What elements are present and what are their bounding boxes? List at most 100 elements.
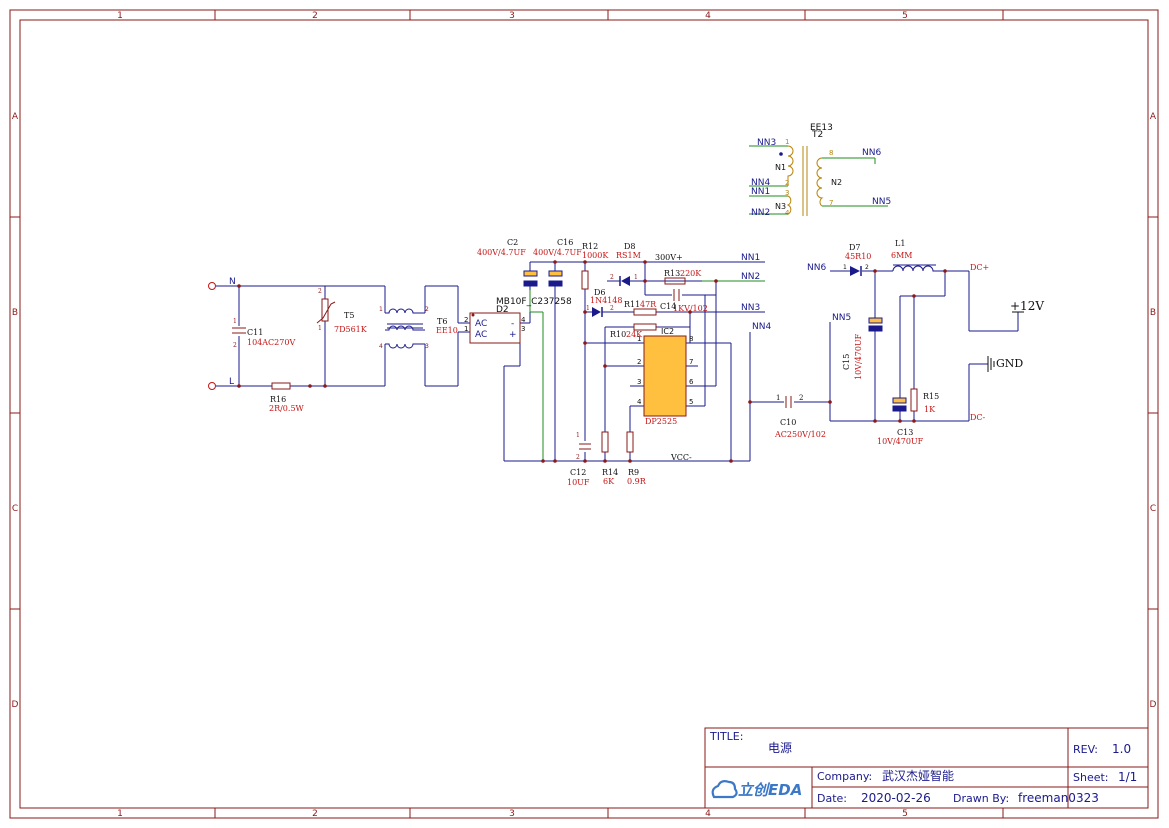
ic2-pin5: 5	[689, 398, 693, 406]
c15-ref: C15	[842, 354, 851, 370]
t2-net-nn4: NN4	[751, 178, 770, 188]
row-label-d-left: D	[12, 700, 19, 710]
drawn-by-label: Drawn By:	[953, 792, 1009, 805]
diode-d8: 2 1 D8 RS1M	[607, 242, 641, 286]
t2-winding-n1: N1	[775, 163, 786, 172]
lceda-logo: 立创EDA	[711, 780, 802, 799]
l1-ref: L1	[895, 239, 905, 248]
net-label-vcc-minus: VCC-	[670, 453, 692, 462]
d8-pin2: 2	[610, 274, 614, 281]
r16-value: 2R/0.5W	[269, 404, 305, 413]
r13-value: 220K	[680, 269, 702, 278]
row-label-b-left: B	[12, 308, 18, 318]
d2-pin4: 4	[521, 316, 526, 324]
capacitor-c2: C2 400V/4.7UF	[477, 238, 538, 287]
r9-ref: R9	[628, 468, 639, 477]
t2-ref: T2	[811, 130, 823, 140]
row-label-b-right: B	[1150, 308, 1156, 318]
t5-value: 7D561K	[334, 325, 368, 334]
r14-value: 6K	[603, 477, 615, 486]
svg-text:4: 4	[379, 343, 383, 350]
ic2-pin4: 4	[637, 398, 642, 406]
row-label-a-right: A	[1150, 112, 1157, 122]
title-label: TITLE:	[709, 730, 743, 743]
capacitor-c10: 1 2 C10 AC250V/102	[774, 394, 826, 439]
sheet-label: Sheet:	[1073, 771, 1109, 784]
title-block: TITLE: 电源 REV: 1.0 Company: 武汉杰娅智能 Sheet…	[704, 727, 1149, 809]
r13-ref: R13	[664, 269, 680, 278]
resistor-r10: R10 24K	[610, 323, 657, 339]
d8-ref: D8	[624, 242, 636, 251]
net-label-dc-plus: DC+	[970, 263, 989, 272]
t2-winding-n3: N3	[775, 202, 786, 211]
d6-pin2: 2	[610, 305, 614, 312]
d7-ref: D7	[849, 243, 861, 252]
c12-ref: C12	[570, 468, 586, 477]
c11-value: 104AC270V	[247, 338, 295, 347]
ic2-pin6: 6	[689, 378, 694, 386]
net-label-nn5: NN5	[832, 313, 851, 323]
capacitor-c15: C15 10V/470UF	[842, 317, 883, 380]
rev-value: 1.0	[1112, 742, 1131, 756]
net-label-nn6: NN6	[807, 263, 826, 273]
svg-text:2: 2	[425, 306, 429, 313]
rev-label: REV:	[1073, 743, 1098, 756]
diode-d6: 1 2 D6 1N4148	[586, 288, 622, 317]
drawn-by-value: freeman0323	[1018, 791, 1099, 805]
c16-value: 400V/4.7UF	[533, 248, 582, 257]
c14-ref: C14	[660, 302, 676, 311]
t2-net-nn1: NN1	[751, 187, 770, 197]
ic2-pin8: 8	[689, 335, 693, 343]
drawing-frame	[9, 9, 1159, 819]
r15-ref: R15	[923, 392, 939, 401]
ic2-pin2: 2	[637, 358, 641, 366]
resistor-r13: R13 220K	[664, 269, 702, 285]
t5-ref: T5	[344, 311, 354, 320]
wires	[216, 261, 1019, 462]
c14-value: 1KV/102	[673, 304, 708, 313]
d7-pin1: 1	[843, 264, 847, 271]
r10-ref: R10	[610, 330, 626, 339]
capacitor-c13: C13 10V/470UF	[877, 397, 924, 446]
t2-net-nn3: NN3	[757, 138, 776, 148]
r11-value: 47R	[640, 300, 657, 309]
col-label-2-top: 2	[312, 11, 318, 21]
t6-ref: T6	[437, 317, 447, 326]
c10-pin2: 2	[799, 394, 803, 402]
c11-pin1: 1	[233, 318, 237, 325]
r16-ref: R16	[270, 395, 286, 404]
d8-pin1: 1	[634, 274, 638, 281]
net-label-nn2: NN2	[741, 272, 760, 282]
l1-value: 6MM	[891, 251, 912, 260]
r12-value: 1000K	[582, 251, 609, 260]
transformer-t2: EE13 T2 1 2 3 4 8 7 N1 N2 N3 NN3 NN4 NN1…	[751, 123, 891, 218]
d2-pin2: 2	[464, 316, 468, 324]
col-label-3-bottom: 3	[509, 809, 515, 819]
date-value: 2020-02-26	[861, 791, 931, 805]
capacitor-c11: 1 2 C11 104AC270V	[232, 318, 295, 349]
d2-pin3: 3	[521, 325, 525, 333]
ground-symbol: GND	[987, 356, 1023, 372]
col-label-1-bottom: 1	[117, 809, 123, 819]
ic2-pin1: 1	[637, 335, 641, 343]
net-label-dc-minus: DC-	[970, 413, 986, 422]
power-label-12v: +12V	[1010, 299, 1044, 313]
d2-pin1: 1	[464, 325, 468, 333]
c12-pin2: 2	[576, 454, 580, 461]
terminal-l	[208, 382, 216, 390]
ic2-pin3: 3	[637, 378, 641, 386]
diode-d7: 1 2 D7 45R10	[843, 243, 871, 276]
t2-net-nn2: NN2	[751, 208, 770, 218]
frame-labels: 1 2 3 4 5 1 2 3 4 5 A B C D A B C D	[12, 11, 1157, 819]
resistor-r12: R12 1000K	[581, 242, 609, 290]
logo-text: 立创EDA	[738, 781, 802, 799]
t2-pin2: 2	[785, 179, 789, 187]
t2-pin4: 4	[785, 209, 790, 217]
row-label-c-left: C	[12, 504, 18, 514]
green-wires	[529, 145, 888, 461]
t5-pin2: 2	[318, 288, 322, 295]
common-mode-choke	[385, 308, 425, 349]
d2-ref: D2	[496, 305, 509, 315]
net-label-nn4: NN4	[752, 322, 771, 332]
